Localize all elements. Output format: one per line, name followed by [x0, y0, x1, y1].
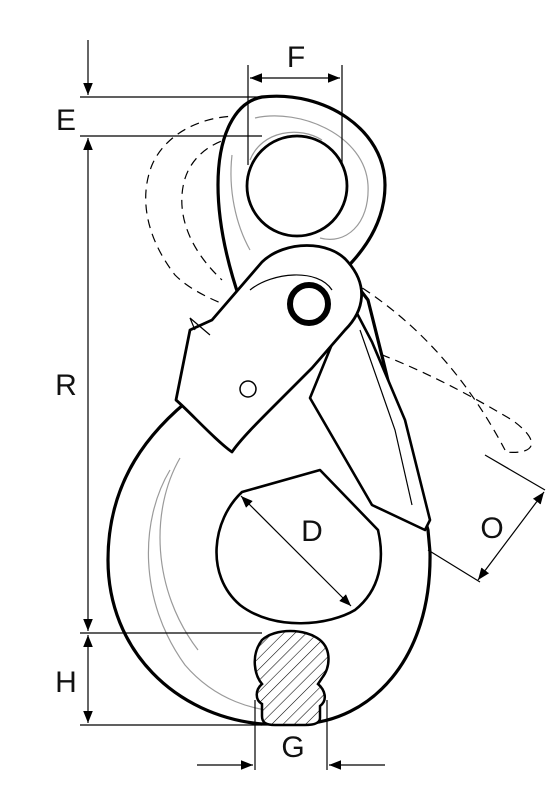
label-o: O: [480, 512, 503, 545]
locking-lever: [174, 244, 363, 454]
eye-ring: [245, 131, 349, 238]
label-e: E: [56, 104, 76, 137]
extension-lines: [80, 65, 546, 770]
section-g: [253, 629, 330, 727]
label-f: F: [287, 41, 305, 74]
label-h: H: [55, 666, 77, 699]
label-r: R: [55, 369, 77, 402]
label-g: G: [281, 731, 304, 764]
label-d: D: [301, 515, 323, 548]
dimension-lines: [83, 40, 545, 770]
safety-latch: [308, 298, 432, 532]
